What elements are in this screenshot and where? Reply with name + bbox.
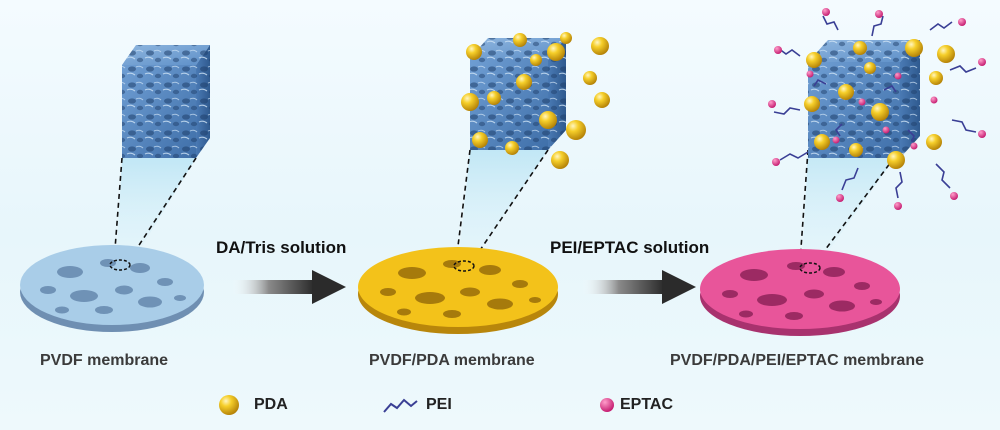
membrane-label-pvdf: PVDF membrane (40, 352, 169, 369)
zoom-beam (116, 158, 196, 266)
step-label-pei-eptac: PEI/EPTAC solution (550, 238, 710, 257)
legend-label-pei: PEI (426, 396, 452, 413)
step-label-da-tris: DA/Tris solution (216, 238, 347, 257)
membrane-holes (40, 259, 186, 314)
eptac-stage (700, 8, 986, 336)
zoom-spot (109, 259, 131, 271)
zoom-line (471, 149, 549, 263)
pda-particles (461, 32, 610, 169)
process-arrow (582, 270, 696, 304)
membrane-disc (20, 245, 204, 325)
process-arrow (232, 270, 346, 304)
eptac-groups (768, 8, 986, 210)
zoom-beam (458, 150, 548, 266)
zoom-spot (799, 262, 821, 274)
zoom-spot (453, 260, 475, 272)
zoom-line (455, 149, 471, 263)
zoom-line (799, 149, 809, 263)
legend-label-eptac: EPTAC (620, 396, 674, 413)
membrane-holes (722, 262, 882, 320)
eptac-dot-icon (600, 398, 614, 412)
zoom-line (127, 157, 197, 263)
membrane-label-pvdf-pda: PVDF/PDA membrane (369, 352, 535, 369)
legend-label-pda: PDA (254, 396, 288, 413)
membrane-holes (380, 260, 541, 318)
pda-particles (804, 39, 955, 169)
pda-stage (358, 32, 610, 334)
zoom-beam (802, 150, 900, 266)
pvdf-stage (20, 45, 210, 332)
membrane-label-pvdf-pda-pei-eptac: PVDF/PDA/PEI/EPTAC membrane (670, 352, 924, 369)
pei-chain-icon (383, 398, 418, 413)
pei-chains (773, 15, 977, 199)
pda-particle-icon (219, 395, 239, 415)
porous-cube (122, 45, 210, 158)
